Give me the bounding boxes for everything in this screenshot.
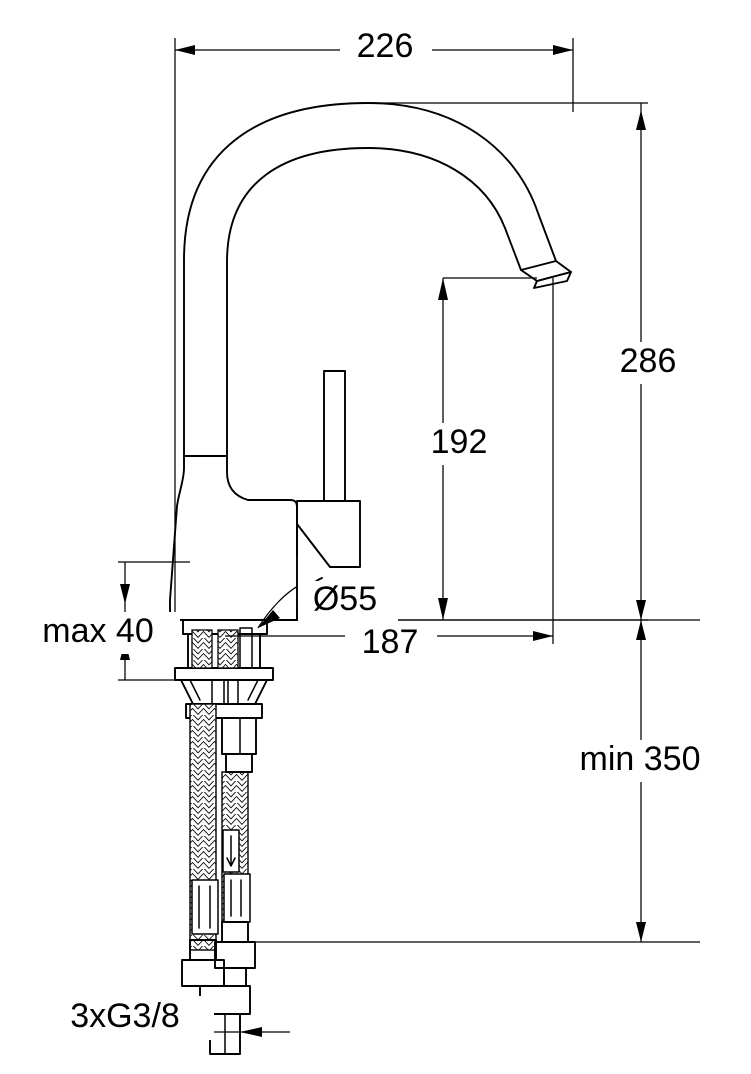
hose-right-coupling-collar: [225, 753, 253, 773]
arrow-3xg38-right: [240, 1027, 262, 1037]
spout-inner-arc: [226, 147, 522, 453]
right-hose-thread-stub: [223, 967, 247, 987]
arrow-286-bottom: [636, 600, 646, 620]
arrow-d55: [258, 610, 280, 628]
dim-label-192: 192: [431, 423, 488, 461]
deck-flange-plate: [174, 667, 274, 681]
label-bg-max40: [20, 612, 180, 654]
dimension-annotations: [45, 38, 700, 1044]
label-bg-192: [416, 423, 506, 465]
lever-bevel-edge: [296, 523, 331, 568]
sleeve-lower-left-lines: [198, 885, 211, 929]
lever-handle-stem: [323, 370, 346, 502]
arrow-226-left: [175, 45, 195, 55]
hose-upper-rod: [239, 627, 253, 669]
body-shoulder: [226, 451, 298, 557]
arrow-187-right: [533, 631, 553, 641]
right-hose-upper-nut: [214, 941, 256, 969]
arrow-min350-bottom: [636, 922, 646, 942]
right-hose-ferrule: [221, 921, 249, 943]
mounting-assembly: [174, 619, 274, 719]
braided-supply-hoses: [181, 627, 257, 1055]
label-bg-187: [345, 624, 437, 664]
arrow-192-bottom: [438, 598, 448, 620]
sleeve-mid-left-arrow: [226, 835, 236, 867]
lever-handle-hub: [296, 500, 361, 568]
arrow-min350-top: [636, 620, 646, 640]
left-hose-nut: [181, 959, 225, 987]
faucet-body-geometry: [169, 102, 572, 621]
label-bg-286: [602, 342, 696, 384]
faucet-body-column: [169, 455, 298, 621]
fixing-bracket-inner-right: [247, 679, 259, 701]
spout-outlet-face: [533, 271, 572, 289]
label-bg-3xg38: [44, 996, 214, 1040]
spout-tip-edge: [520, 269, 538, 282]
arrow-286-top: [636, 110, 646, 130]
sleeve-lower-right-lines: [230, 879, 242, 917]
dim-label-226: 226: [357, 27, 414, 65]
arrow-226-right: [553, 45, 573, 55]
label-bg-min350: [558, 740, 728, 782]
sleeve-lower-right: [223, 873, 251, 923]
hose-upper-left: [191, 629, 213, 669]
dim-label-min350: min 350: [580, 740, 701, 778]
label-bg-d55: [298, 581, 398, 623]
spout-outer-arc: [183, 102, 557, 457]
dimension-text-labels: 226 286 192 Ø55 187 max 40 min 350 3xG3/…: [20, 27, 728, 1040]
center-stud-2: [227, 679, 239, 705]
dim-label-286: 286: [620, 342, 677, 380]
fixing-bracket-inner-left: [189, 679, 201, 701]
dim-label-max40: max 40: [42, 612, 154, 650]
arrow-max40-top: [120, 584, 130, 604]
dim-label-3xg38: 3xG3/8: [70, 997, 180, 1035]
hose-right-coupling-nut: [221, 717, 257, 755]
hose-upper-right: [217, 629, 239, 669]
arrow-192-top: [438, 278, 448, 300]
hose-sleeve-markers: [191, 829, 251, 935]
dim-label-187: 187: [362, 623, 419, 661]
dim-label-d55: Ø55: [313, 580, 377, 618]
center-stud: [211, 679, 225, 705]
sleeve-lower-left: [191, 879, 219, 935]
label-bg-226: [340, 28, 432, 70]
